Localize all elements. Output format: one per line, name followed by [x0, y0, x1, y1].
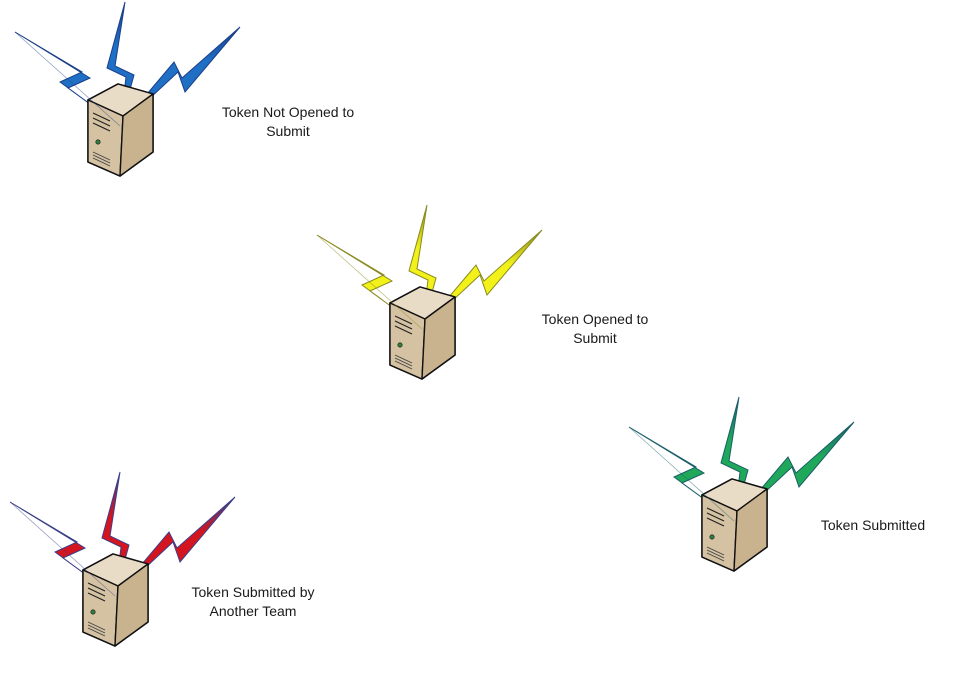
node-token-opened	[312, 203, 552, 393]
server-signal-yellow-icon	[316, 204, 543, 380]
server-signal-blue-icon	[14, 1, 241, 177]
server-signal-green-icon	[628, 396, 855, 572]
label-token-opened: Token Opened to Submit	[541, 311, 649, 346]
server-tower-icon	[82, 553, 149, 647]
label-token-submitted-other: Token Submitted by Another Team	[191, 584, 315, 619]
server-tower-icon	[701, 478, 768, 572]
label-token-submitted: Token Submitted	[820, 517, 926, 533]
server-tower-icon	[87, 83, 154, 177]
node-token-submitted	[624, 395, 864, 585]
server-signal-red-icon	[9, 471, 236, 647]
label-token-not-opened: Token Not Opened to Submit	[221, 104, 355, 139]
node-token-submitted-other	[5, 470, 245, 660]
node-token-not-opened	[10, 0, 250, 190]
server-tower-icon	[389, 286, 456, 380]
